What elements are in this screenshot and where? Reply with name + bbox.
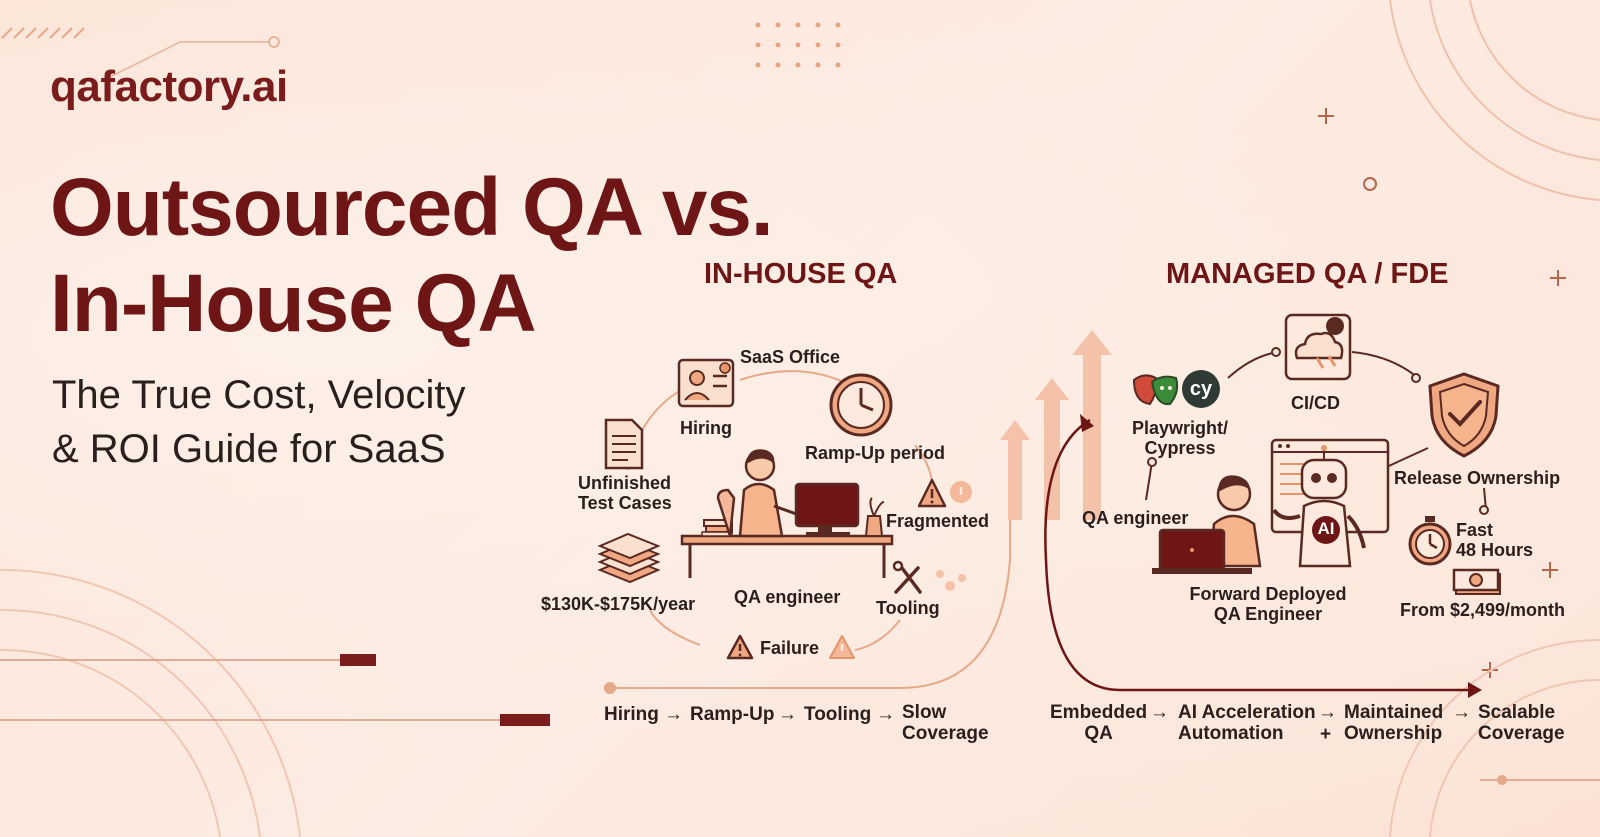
label-unfinished-test-cases: Unfinished Test Cases: [578, 473, 672, 513]
title-line-1: Outsourced QA vs.: [50, 162, 774, 253]
flow-arrow-3: →: [876, 704, 895, 725]
subtitle-line-1: The True Cost, Velocity: [52, 373, 466, 417]
failure-warning-icon-2: [828, 634, 856, 660]
label-failure: Failure: [760, 638, 820, 658]
money-bill-icon: [1452, 568, 1504, 596]
label-qa-engineer: QA engineer: [734, 587, 841, 607]
managed-flow-arrow-2: →: [1318, 702, 1337, 723]
label-saas-office: SaaS Office: [740, 347, 841, 367]
fde-with-ai-robot-illustration: [1150, 436, 1390, 576]
failure-warning-icon: [726, 634, 754, 660]
stopwatch-icon: [1406, 514, 1454, 566]
shield-check-icon: [1426, 372, 1502, 458]
flow-arrow-2: →: [778, 704, 797, 725]
managed-flow-step-ai-acceleration: AI Acceleration Automation: [1178, 702, 1316, 744]
tools-icon: [892, 560, 972, 600]
label-fast-48-hours: Fast 48 Hours: [1456, 520, 1534, 560]
managed-flow-arrow-3: →: [1452, 702, 1471, 723]
label-release-ownership: Release Ownership: [1394, 468, 1561, 488]
managed-flow-plus: +: [1320, 724, 1332, 745]
label-cicd: CI/CD: [1291, 393, 1340, 413]
cypress-icon: cy: [1182, 370, 1220, 408]
title-line-2: In-House QA: [50, 258, 537, 349]
inhouse-flow-step-slow-coverage: Slow Coverage: [902, 702, 989, 744]
label-forward-deployed-qa-engineer: Forward Deployed QA Engineer: [1189, 584, 1347, 624]
label-ramp-up-period: Ramp-Up period: [805, 443, 946, 463]
managed-flow-step-scalable-coverage: Scalable Coverage: [1478, 702, 1565, 744]
brand-logo[interactable]: qafactory.ai: [50, 62, 288, 111]
inhouse-flow-step-ramp-up: Ramp-Up: [690, 704, 775, 725]
playwright-icon: [1132, 372, 1180, 408]
cloud-github-icon: [1283, 312, 1353, 382]
label-annual-cost: $130K-$175K/year: [541, 594, 696, 614]
managed-flow-step-maintained-ownership: Maintained Ownership: [1344, 702, 1444, 744]
subtitle-line-2: & ROI Guide for SaaS: [52, 427, 446, 471]
paper-stack-icon: [596, 530, 662, 586]
inhouse-heading: IN-HOUSE QA: [704, 258, 898, 290]
label-fragmented: Fragmented: [886, 511, 990, 531]
managed-flow-step-embedded-qa: Embedded QA: [1050, 702, 1148, 744]
managed-flow-arrow-1: →: [1150, 702, 1169, 723]
label-price-from: From $2,499/month: [1400, 600, 1566, 620]
hiring-profile-icon: [677, 358, 735, 408]
label-managed-qa-engineer: QA engineer: [1082, 508, 1189, 528]
managed-heading: MANAGED QA / FDE: [1166, 258, 1449, 290]
flow-arrow-1: →: [664, 704, 683, 725]
label-hiring: Hiring: [680, 418, 732, 438]
inhouse-flow-step-hiring: Hiring: [604, 704, 659, 725]
page-title: Outsourced QA vs. In-House QA: [50, 160, 870, 352]
engineer-at-desk-illustration: [678, 440, 896, 580]
document-icon: [602, 418, 646, 470]
ai-badge: AI: [1317, 519, 1335, 538]
label-tooling: Tooling: [876, 598, 940, 618]
inhouse-flow-step-tooling: Tooling: [804, 704, 872, 725]
clock-icon: [828, 372, 894, 438]
label-playwright-cypress: Playwright/ Cypress: [1131, 418, 1229, 458]
warning-icon: [918, 478, 974, 510]
page-subtitle: The True Cost, Velocity & ROI Guide for …: [52, 368, 572, 476]
